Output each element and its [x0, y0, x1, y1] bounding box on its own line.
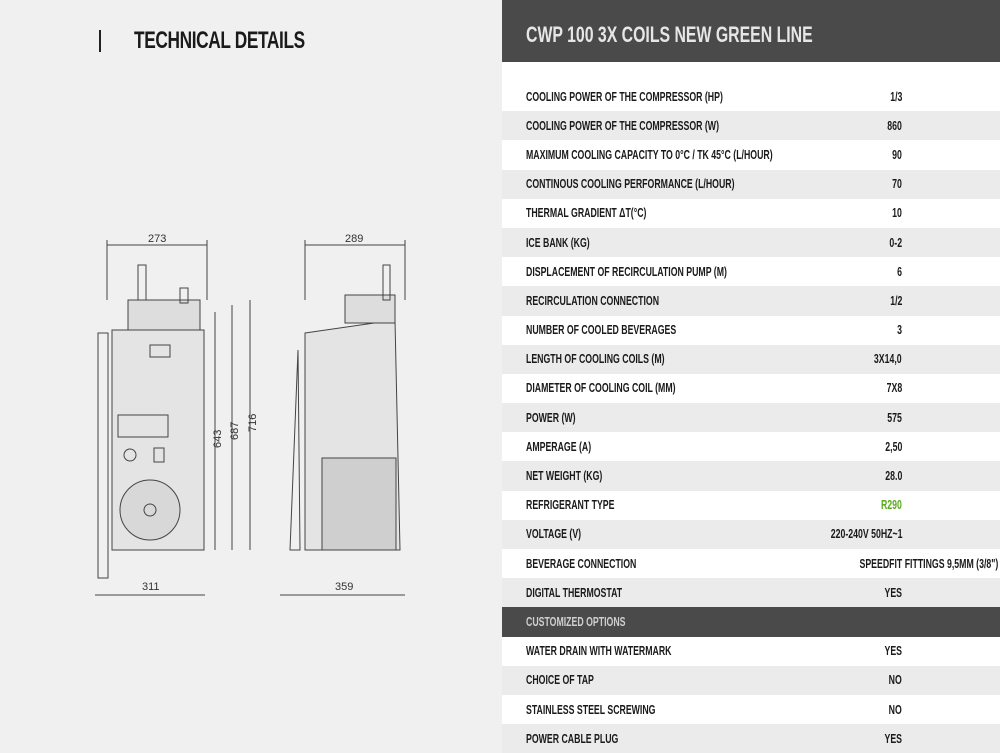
- spec-value: 28.0: [884, 469, 902, 484]
- dim-height-2: 687: [229, 422, 241, 440]
- spec-label: DIGITAL THERMOSTAT: [526, 585, 623, 600]
- spec-value: 6: [897, 264, 902, 279]
- spec-label: DISPLACEMENT OF RECIRCULATION PUMP (M): [526, 264, 727, 279]
- spec-value: R290: [881, 498, 902, 513]
- spec-label: BEVERAGE CONNECTION: [526, 556, 637, 571]
- dim-front-top: 273: [148, 233, 166, 245]
- spec-label: STAINLESS STEEL SCREWING: [526, 702, 656, 717]
- dim-side-bottom: 359: [335, 581, 353, 593]
- spec-label: CONTINOUS COOLING PERFORMANCE (L/HOUR): [526, 177, 735, 192]
- spec-value: 90: [892, 147, 902, 162]
- customized-options-header: CUSTOMIZED OPTIONS: [502, 607, 1000, 637]
- spec-label: THERMAL GRADIENT ΔT(°C): [526, 206, 647, 221]
- spec-label: COOLING POWER OF THE COMPRESSOR (HP): [526, 89, 723, 104]
- spec-value: 860: [887, 118, 902, 133]
- spec-row: MAXIMUM COOLING CAPACITY TO 0°C / TK 45°…: [502, 140, 1000, 169]
- spec-label: CHOICE OF TAP: [526, 673, 594, 688]
- spec-label: NET WEIGHT (KG): [526, 469, 603, 484]
- spec-value: NO: [888, 673, 902, 688]
- spec-value: 1/2: [889, 293, 902, 308]
- spec-value: 3: [897, 323, 902, 338]
- spec-row: AMPERAGE (A) 2,50: [502, 432, 1000, 461]
- spec-panel: CWP 100 3X COILS NEW GREEN LINE COOLING …: [502, 0, 1000, 753]
- spec-value: YES: [884, 731, 902, 746]
- spec-row: WATER DRAIN WITH WATERMARK YES: [502, 637, 1000, 666]
- section-title: CUSTOMIZED OPTIONS: [526, 614, 626, 629]
- technical-drawing: 273 311 289 359 643 687 716: [95, 233, 406, 596]
- spec-value: SPEEDFIT FITTINGS 9,5MM (3/8"): [859, 556, 999, 571]
- spec-value: 220-240V 50HZ~1: [830, 527, 903, 542]
- spec-label: NUMBER OF COOLED BEVERAGES: [526, 323, 677, 338]
- technical-drawing-panel: TECHNICAL DETAILS 273 311 289 3: [95, 27, 406, 596]
- spec-row: RECIRCULATION CONNECTION 1/2: [502, 286, 1000, 316]
- spec-row: VOLTAGE (V) 220-240V 50HZ~1: [502, 519, 1000, 549]
- spec-label: MAXIMUM COOLING CAPACITY TO 0°C / TK 45°…: [526, 147, 773, 162]
- spec-label: RECIRCULATION CONNECTION: [526, 293, 660, 308]
- spec-row: CONTINOUS COOLING PERFORMANCE (L/HOUR) 70: [502, 169, 1000, 199]
- spec-row: CHOICE OF TAP NO: [502, 665, 1000, 695]
- spec-label: AMPERAGE (A): [526, 439, 592, 454]
- product-title: CWP 100 3X COILS NEW GREEN LINE: [526, 22, 813, 47]
- spec-value: 2,50: [884, 439, 902, 454]
- spec-row: DISPLACEMENT OF RECIRCULATION PUMP (M) 6: [502, 257, 1000, 286]
- spec-label: POWER CABLE PLUG: [526, 731, 619, 746]
- spec-value: 10: [892, 206, 902, 221]
- dim-front-bottom: 311: [142, 581, 160, 593]
- page-title: TECHNICAL DETAILS: [134, 27, 305, 54]
- spec-label: VOLTAGE (V): [526, 527, 582, 542]
- spec-value: 575: [887, 410, 902, 425]
- spec-row: DIGITAL THERMOSTAT YES: [502, 578, 1000, 608]
- title-divider: [99, 30, 101, 52]
- product-title-bar: CWP 100 3X COILS NEW GREEN LINE: [502, 0, 1000, 62]
- spec-row: THERMAL GRADIENT ΔT(°C) 10: [502, 199, 1000, 228]
- spec-row: BEVERAGE CONNECTION SPEEDFIT FITTINGS 9,5…: [502, 549, 1000, 578]
- spec-label: WATER DRAIN WITH WATERMARK: [526, 644, 672, 659]
- spec-value: NO: [888, 702, 902, 717]
- spec-row: POWER (W) 575: [502, 403, 1000, 433]
- dim-side-top: 289: [345, 233, 363, 245]
- spec-value: 3X14,0: [874, 352, 902, 367]
- spec-row: ICE BANK (KG) 0-2: [502, 227, 1000, 258]
- spec-label: POWER (W): [526, 410, 576, 425]
- spec-row: REFRIGERANT TYPE R290: [502, 491, 1000, 520]
- spec-row: NET WEIGHT (KG) 28.0: [502, 461, 1000, 491]
- dim-height-1: 643: [212, 430, 224, 448]
- spec-row: COOLING POWER OF THE COMPRESSOR (HP) 1/3: [502, 82, 1000, 111]
- spec-row: POWER CABLE PLUG YES: [502, 724, 1000, 753]
- spec-value: 70: [892, 177, 902, 192]
- spec-row: LENGTH OF COOLING COILS (M) 3X14,0: [502, 344, 1000, 374]
- spec-row: STAINLESS STEEL SCREWING NO: [502, 695, 1000, 724]
- spec-row: DIAMETER OF COOLING COIL (MM) 7X8: [502, 374, 1000, 403]
- spec-label: COOLING POWER OF THE COMPRESSOR (W): [526, 118, 719, 133]
- spec-value: 1/3: [889, 89, 902, 104]
- spec-label: DIAMETER OF COOLING COIL (MM): [526, 381, 676, 396]
- spec-value: 7X8: [886, 381, 902, 396]
- spec-label: ICE BANK (KG): [526, 235, 590, 250]
- dim-height-3: 716: [247, 414, 259, 432]
- spec-value: 0-2: [889, 235, 902, 250]
- spec-value: YES: [884, 585, 902, 600]
- spec-value: YES: [884, 644, 902, 659]
- spec-row: COOLING POWER OF THE COMPRESSOR (W) 860: [502, 111, 1000, 141]
- spec-row: NUMBER OF COOLED BEVERAGES 3: [502, 316, 1000, 345]
- spec-label: REFRIGERANT TYPE: [526, 498, 615, 513]
- spec-label: LENGTH OF COOLING COILS (M): [526, 352, 665, 367]
